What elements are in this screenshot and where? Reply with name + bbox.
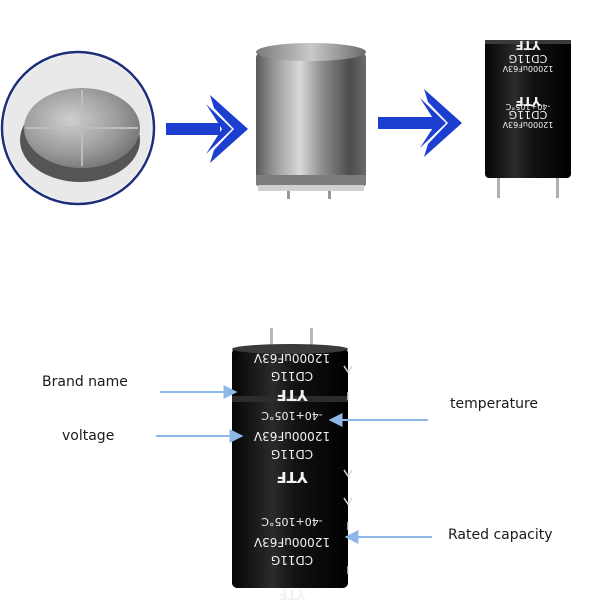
large-cap-temperature-1: -40+105°C [261, 409, 323, 422]
can-top [256, 43, 366, 61]
large-cap-rating-2: 12000uF63V [253, 429, 330, 443]
small-cap-brand-1: YTF [515, 38, 541, 52]
small-cap-temperature: -40+105°C [505, 102, 550, 111]
large-cap-groove [232, 396, 348, 402]
large-cap-temperature-2: -40+105°C [261, 515, 323, 528]
large-capacitor: 12000uF63V CD11G YTF -40+105°C 12000uF63… [232, 328, 353, 600]
aluminum-can [256, 43, 366, 199]
small-cap-rating-1: 12000uF63V [502, 64, 553, 73]
large-cap-sleeve [232, 348, 348, 588]
process-arrow-1 [166, 95, 248, 163]
callout-arrows [156, 385, 432, 544]
small-cap-lead-left [497, 178, 500, 198]
process-arrow-2 [378, 89, 462, 157]
small-cap-series-1: CD11G [509, 52, 548, 65]
can-rolled-groove [256, 175, 366, 185]
small-cap-lead-right [556, 178, 559, 198]
large-cap-rating-1: 12000uF63V [253, 351, 330, 365]
small-cap-brand-2: YTF [515, 94, 541, 108]
can-lead-right [328, 191, 331, 199]
large-cap-series-2: CD11G [271, 447, 313, 461]
small-cap-rating-2: 12000uF63V [502, 120, 553, 129]
large-cap-polarity-marks [343, 365, 353, 574]
callout-temperature: temperature [450, 396, 538, 412]
large-cap-lead-right [310, 328, 313, 350]
large-cap-lead-left [270, 328, 273, 350]
small-cap-sleeve [485, 40, 571, 178]
large-cap-brand-3: YTF [278, 586, 306, 600]
large-cap-series-3: CD11G [271, 553, 313, 567]
can-body [256, 52, 366, 188]
large-cap-brand-1: YTF [276, 386, 308, 404]
large-cap-brand-2: YTF [276, 468, 308, 486]
callout-rated-capacity: Rated capacity [448, 527, 553, 543]
callout-voltage: voltage [62, 428, 115, 444]
callout-brand-name: Brand name [42, 374, 128, 390]
small-cap-series-2: CD11G [509, 108, 548, 121]
large-cap-series-1: CD11G [271, 369, 313, 383]
large-cap-rating-3: 12000uF63V [253, 535, 330, 549]
can-lead-left [287, 191, 290, 199]
aluminum-disc-closeup [0, 50, 156, 206]
finished-capacitor-small: 12000uF63V CD11G YTF -40+105°C 12000uF63… [485, 38, 571, 198]
